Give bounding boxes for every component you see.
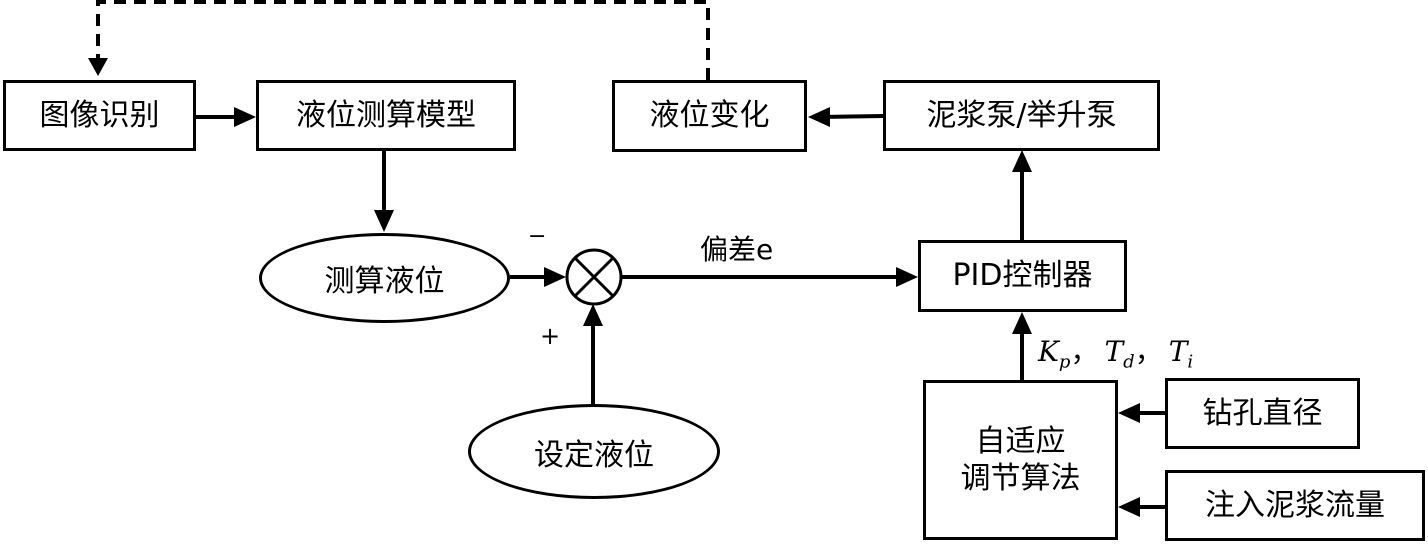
image-recognition-box: 图像识别 — [3, 80, 196, 151]
adaptive-algorithm-box: 自适应 调节算法 — [923, 380, 1118, 540]
param-sep-1: ， — [1070, 335, 1099, 368]
pid-parameters-label: Kp，Td，Ti — [1038, 330, 1193, 373]
feedback-arrow-head — [88, 58, 108, 76]
image-recognition-label: 图像识别 — [39, 97, 160, 133]
param-sep-2: ， — [1134, 335, 1163, 368]
plus-sign: + — [540, 322, 561, 350]
feedback-dashed-line — [96, 0, 710, 80]
ti-symbol: T — [1168, 335, 1188, 368]
pump-label: 泥浆泵/举升泵 — [926, 97, 1117, 133]
td-subscript: d — [1123, 351, 1135, 373]
adaptive-label-line2: 调节算法 — [960, 461, 1081, 496]
level-model-box: 液位测算模型 — [256, 80, 516, 151]
level-change-label: 液位变化 — [649, 98, 770, 134]
level-model-label: 液位测算模型 — [296, 97, 476, 133]
set-level-label: 设定液位 — [534, 437, 654, 473]
measured-level-label: 测算液位 — [324, 264, 445, 299]
minus-sign: − — [528, 224, 547, 249]
pump-box: 泥浆泵/举升泵 — [883, 80, 1160, 151]
error-label: 偏差e — [700, 233, 774, 266]
adaptive-label-line1: 自适应 — [975, 423, 1066, 459]
measured-level-ellipse: 测算液位 — [259, 233, 510, 323]
td-symbol: T — [1104, 335, 1124, 368]
mud-flow-box: 注入泥浆流量 — [1165, 470, 1425, 541]
drill-diameter-label: 钻孔直径 — [1202, 395, 1323, 431]
mud-flow-label: 注入泥浆流量 — [1205, 487, 1385, 523]
set-level-ellipse: 设定液位 — [468, 404, 720, 499]
pid-controller-box: PID控制器 — [918, 240, 1127, 312]
ti-subscript: i — [1187, 351, 1194, 373]
kp-subscript: p — [1058, 351, 1071, 373]
pid-controller-label: PID控制器 — [952, 258, 1093, 294]
level-change-box: 液位变化 — [612, 80, 807, 152]
drill-diameter-box: 钻孔直径 — [1165, 378, 1360, 449]
kp-symbol: K — [1038, 335, 1059, 368]
